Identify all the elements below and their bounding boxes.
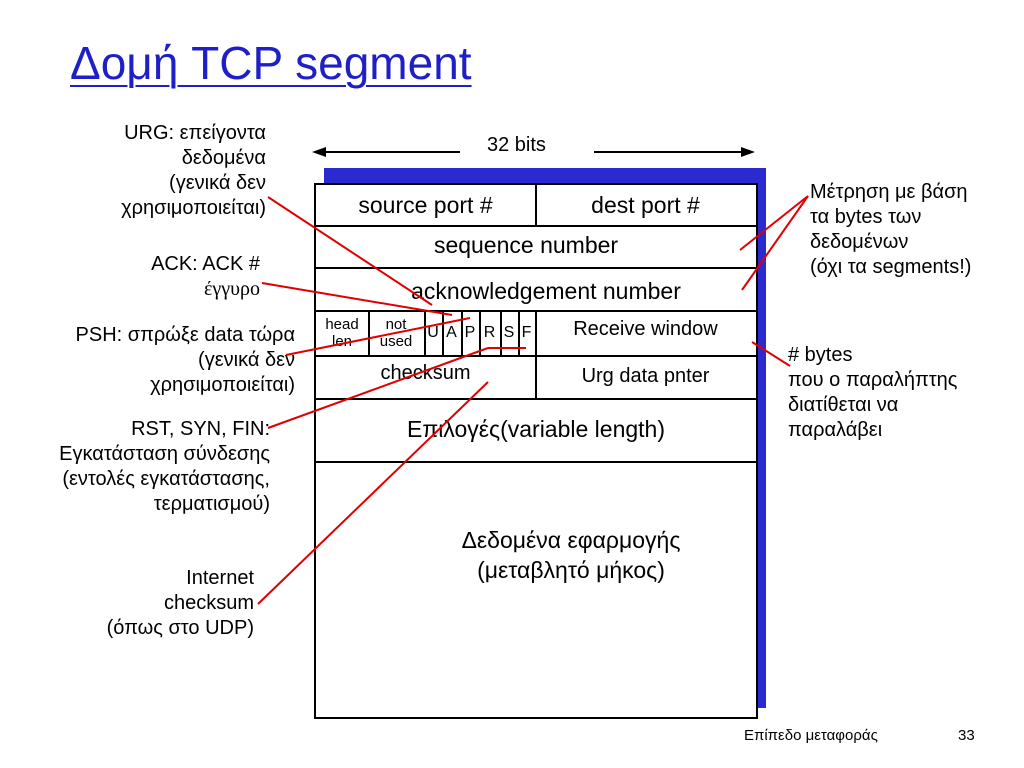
- rst-syn-fin-note: RST, SYN, FIN:Εγκατάσταση σύνδεσης (εντο…: [59, 418, 270, 515]
- seq-callout-line: [739, 195, 809, 251]
- flag-rst: R: [483, 323, 496, 341]
- tcp-segment-diagram: source port # dest port # sequence numbe…: [314, 183, 758, 719]
- rwnd-callout-line: [751, 341, 791, 367]
- source-port-field: source port #: [358, 191, 493, 218]
- page-number: 33: [958, 727, 975, 744]
- receive-window-field: Receive window: [573, 318, 718, 340]
- flag-syn: S: [503, 323, 515, 341]
- flag-fin: F: [521, 323, 532, 341]
- flag-urg: U: [427, 323, 439, 341]
- urg-pointer-field: Urg data pnter: [581, 365, 710, 387]
- rst-callout-line: [267, 347, 489, 429]
- psh-callout-line: [285, 317, 471, 356]
- urg-callout-line: [267, 196, 433, 306]
- bits-label: 32 bits: [487, 134, 546, 156]
- options-field: Επιλογές(variable length): [406, 416, 666, 442]
- ack-callout-line: [261, 282, 453, 316]
- ack-num-callout-line: [741, 195, 809, 291]
- footer-text: Επίπεδο μεταφοράς: [744, 727, 878, 744]
- ack-number-field: acknowledgement number: [411, 277, 681, 304]
- flag-ack: A: [446, 323, 457, 341]
- ack-note: ACK: ACK #έγγυρο: [151, 253, 260, 300]
- slide-title: Δομή TCP segment: [70, 37, 472, 89]
- application-data-field: Δεδομένα εφαρμογής(μεταβλητό μήκος): [461, 527, 681, 583]
- sequence-number-field: sequence number: [433, 231, 619, 258]
- dest-port-field: dest port #: [591, 191, 700, 218]
- checksum-callout-line: [257, 381, 489, 605]
- flag-psh: P: [464, 323, 476, 341]
